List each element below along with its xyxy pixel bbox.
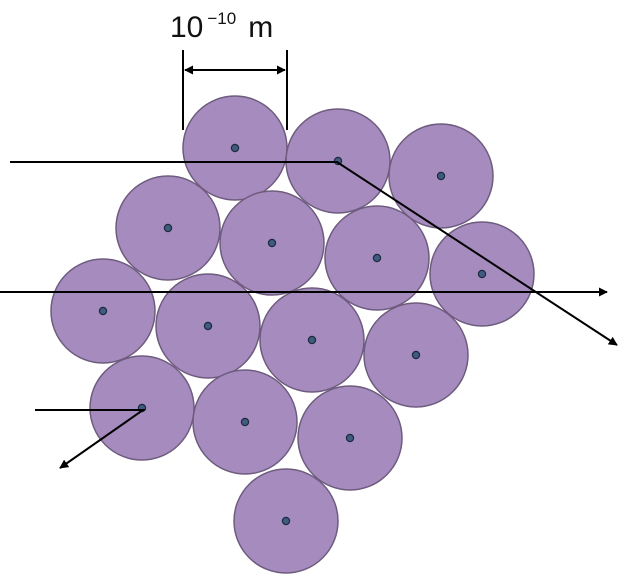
scale-exponent: −10 [207,9,236,28]
atom-nucleus [436,171,446,181]
atom [324,205,430,311]
atom-nucleus [372,253,382,263]
atom-nucleus [203,321,213,331]
atom-nucleus [477,269,487,279]
backscattered-path-bottom [35,409,147,469]
atom [192,369,298,475]
atom [50,258,156,364]
atom-nucleus [345,433,355,443]
atom [388,123,494,229]
atom [429,221,535,327]
scale-base: 10 [170,11,203,44]
atom [259,287,365,393]
atom [89,355,195,461]
atom-nucleus [307,335,317,345]
scale-unit: m [248,11,273,44]
atom-nucleus [163,223,173,233]
atom-nucleus [230,143,240,153]
atom [233,468,339,574]
scale-indicator: 10 −10 m [170,9,288,130]
atom-nucleus [98,306,108,316]
atom-group [50,95,535,574]
atom-nucleus [411,350,421,360]
deflected-path-top [10,161,618,346]
atom [297,385,403,491]
scale-label: 10 −10 m [170,9,273,44]
atom [115,175,221,281]
atom [182,95,288,201]
atom-nucleus [240,417,250,427]
atom-nucleus [281,516,291,526]
atom-nucleus [267,238,277,248]
atom [363,302,469,408]
atom [219,190,325,296]
atom [155,273,261,379]
particle-paths [0,161,618,469]
